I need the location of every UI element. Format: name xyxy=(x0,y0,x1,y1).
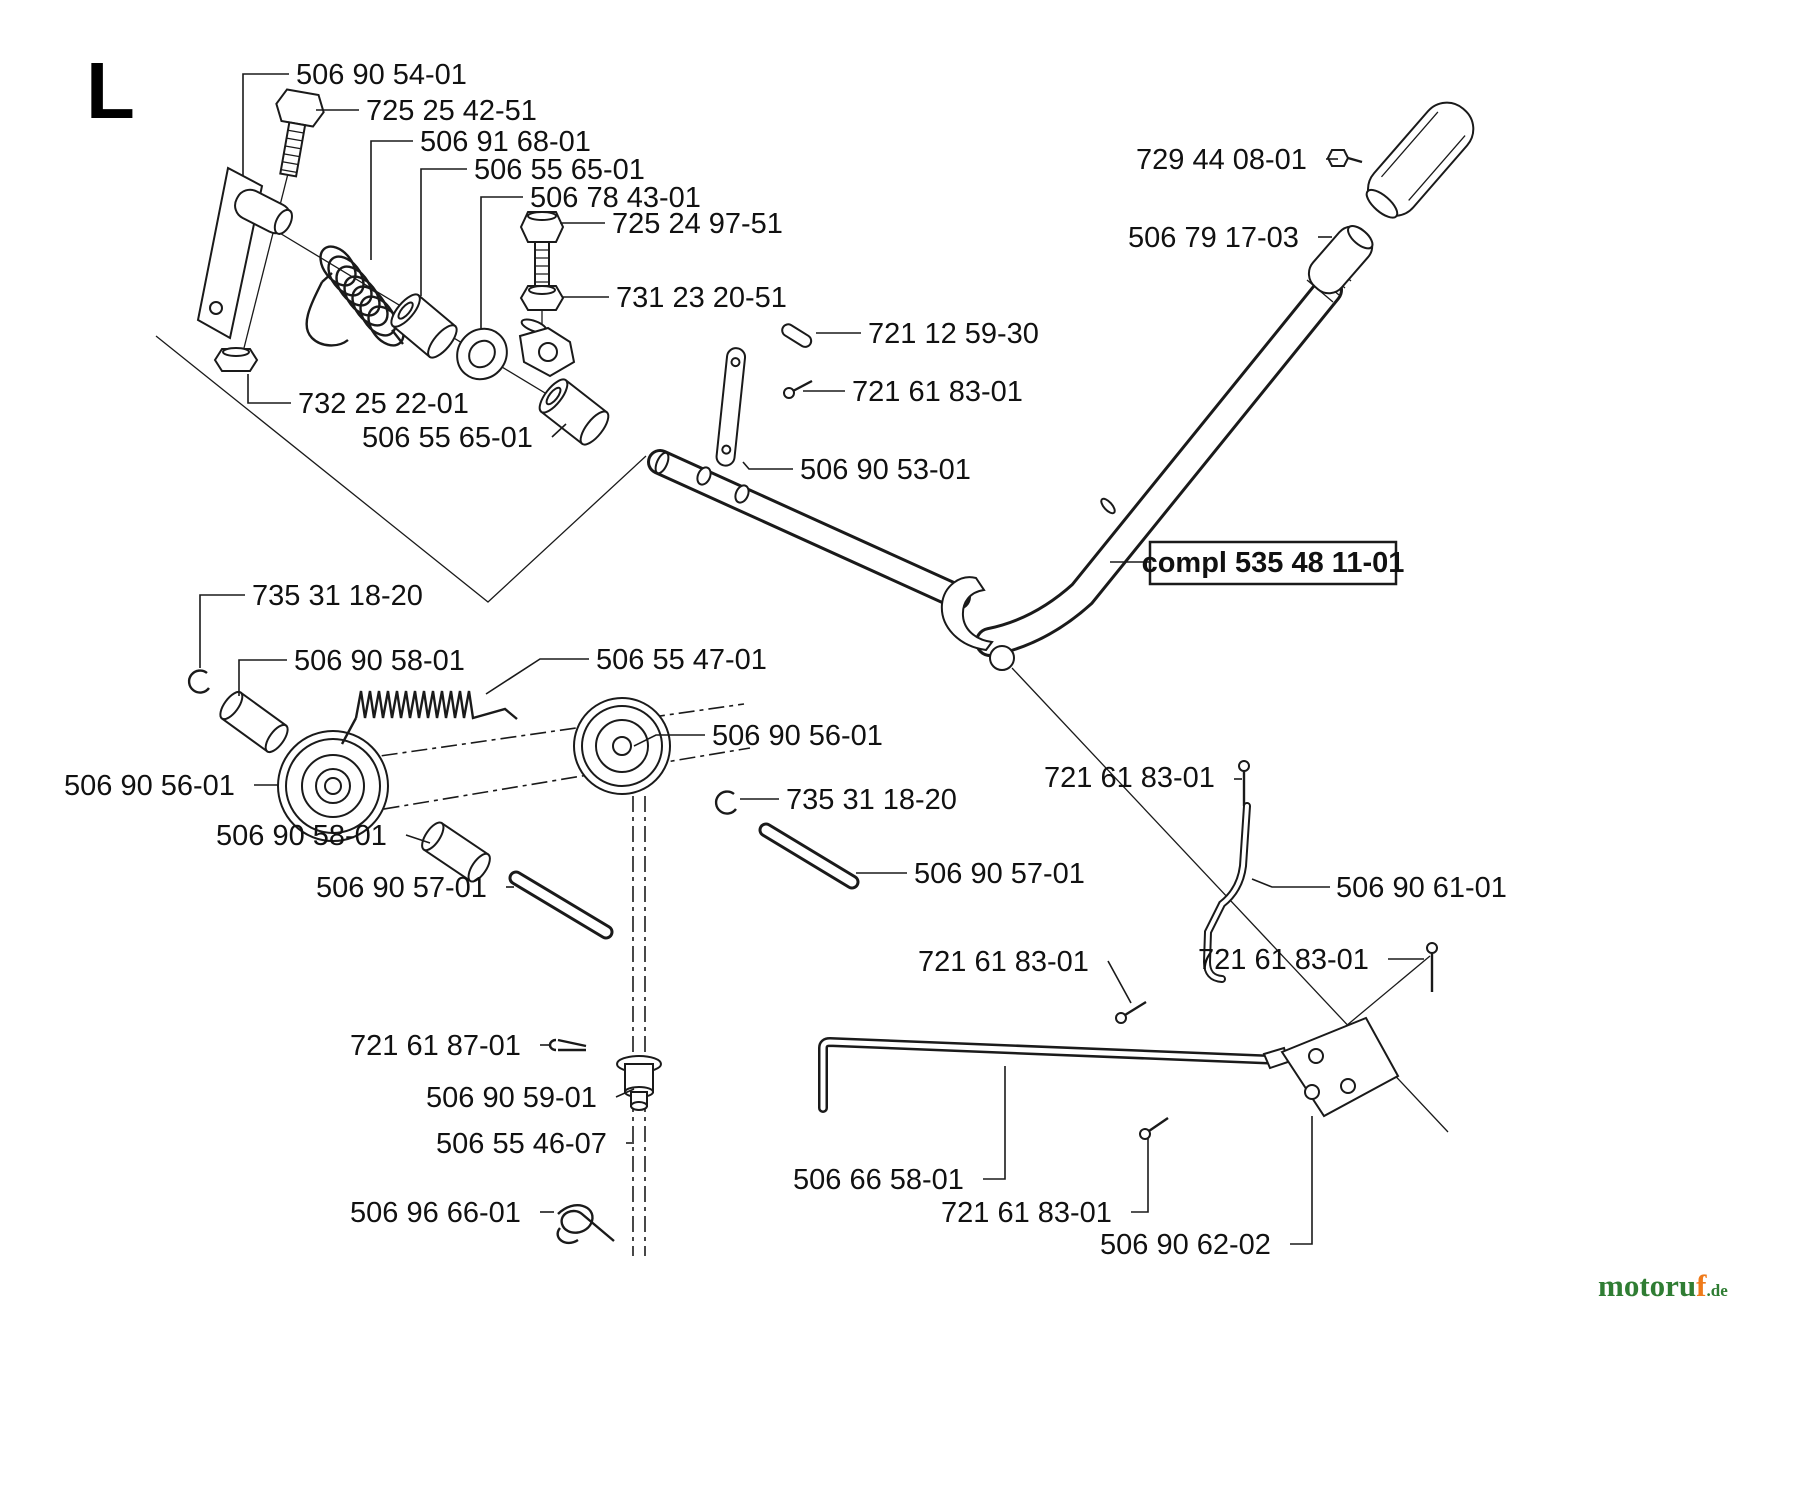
bushing-front xyxy=(390,293,458,359)
part-label: 506 90 58-01 xyxy=(294,645,465,677)
screw-pin-bottom xyxy=(1139,1117,1169,1140)
clevis-joint xyxy=(518,318,576,378)
spacer-bushing-lower xyxy=(421,821,491,883)
part-label: 506 90 57-01 xyxy=(914,858,1085,890)
bushing-rear xyxy=(538,378,610,446)
part-label: 721 61 83-01 xyxy=(1044,762,1215,794)
part-label: 506 90 57-01 xyxy=(316,872,487,904)
part-label: 721 61 83-01 xyxy=(852,376,1023,408)
watermark-domain: .de xyxy=(1706,1281,1728,1300)
section-letter: L xyxy=(86,46,135,135)
part-label: 506 55 46-07 xyxy=(436,1128,607,1160)
torsion-spring xyxy=(305,245,405,347)
part-label: 721 61 83-01 xyxy=(1198,944,1369,976)
part-label: 506 90 62-02 xyxy=(1100,1229,1271,1261)
part-label: 506 55 47-01 xyxy=(596,644,767,676)
watermark-brand: motoru xyxy=(1598,1268,1696,1303)
part-label: 506 90 54-01 xyxy=(296,59,467,91)
screw-pin-mid-left xyxy=(1115,1000,1147,1024)
part-label: 506 90 61-01 xyxy=(1336,872,1507,904)
part-label: 721 61 83-01 xyxy=(918,946,1089,978)
lift-lever-arm xyxy=(940,258,1352,671)
flanged-bushing xyxy=(616,1055,662,1111)
hex-bolt-top xyxy=(275,88,325,178)
cotter-pin xyxy=(548,1038,587,1052)
part-label: 506 90 59-01 xyxy=(426,1082,597,1114)
axle-pin-left xyxy=(508,870,614,940)
screw-pin-mid-right xyxy=(1426,942,1438,992)
pulley-right xyxy=(573,697,671,795)
part-label: 725 25 42-51 xyxy=(366,95,537,127)
retainer-ring-left xyxy=(187,669,210,694)
part-label: 721 61 87-01 xyxy=(350,1030,521,1062)
part-label: 506 90 56-01 xyxy=(64,770,235,802)
screw-pin-top xyxy=(1238,760,1250,806)
ring-bushing xyxy=(456,327,508,381)
part-label: 735 31 18-20 xyxy=(786,784,957,816)
r-clip xyxy=(556,1204,615,1245)
part-label: 506 55 65-01 xyxy=(474,154,645,186)
flange-nut xyxy=(213,347,259,372)
hex-nut-center xyxy=(519,285,565,311)
leader-lines xyxy=(199,73,1424,1245)
part-label: 506 66 58-01 xyxy=(793,1164,964,1196)
part-label: 506 90 58-01 xyxy=(216,820,387,852)
lift-bar xyxy=(818,1036,1285,1113)
assembly-box-label: compl 535 48 11-01 xyxy=(1142,547,1405,579)
part-label: 731 23 20-51 xyxy=(616,282,787,314)
part-label: 506 79 17-03 xyxy=(1128,222,1299,254)
part-label: 506 91 68-01 xyxy=(420,126,591,158)
mounting-bracket xyxy=(196,166,293,340)
vertical-centerlines xyxy=(632,796,646,1256)
pivot-bracket xyxy=(1262,1016,1400,1118)
lift-tube xyxy=(647,449,971,610)
part-label: 506 96 66-01 xyxy=(350,1197,521,1229)
grip-screw xyxy=(1326,149,1363,167)
spacer-bushing-upper xyxy=(219,690,289,754)
part-label: 506 90 53-01 xyxy=(800,454,971,486)
hex-bolt-vertical xyxy=(519,211,565,289)
tension-spring xyxy=(340,690,518,745)
pulley-left xyxy=(277,730,389,842)
watermark-accent: f xyxy=(1696,1268,1707,1303)
part-label: 721 12 59-30 xyxy=(868,318,1039,350)
handle-tube-end xyxy=(1307,225,1374,295)
part-label: 732 25 22-01 xyxy=(298,388,469,420)
belt-centerlines xyxy=(351,703,751,815)
link-strap xyxy=(715,347,747,467)
handle-grip xyxy=(1365,101,1475,219)
clevis-pin xyxy=(781,323,813,348)
part-label: 721 61 83-01 xyxy=(941,1197,1112,1229)
watermark-logo: motoruf.de xyxy=(1598,1268,1728,1303)
link-rod xyxy=(1202,802,1251,983)
assembly-box: compl 535 48 11-01 xyxy=(1142,540,1405,586)
part-label: 506 55 65-01 xyxy=(362,422,533,454)
part-label: 725 24 97-51 xyxy=(612,208,783,240)
axle-pin-right xyxy=(758,822,860,890)
retainer-ring-right xyxy=(714,790,737,815)
part-labels: 506 90 54-01 725 25 42-51 506 91 68-01 5… xyxy=(64,59,1507,1261)
cotter-screw-upper xyxy=(783,379,813,399)
part-label: 735 31 18-20 xyxy=(252,580,423,612)
part-label: 506 78 43-01 xyxy=(530,182,701,214)
part-label: 506 90 56-01 xyxy=(712,720,883,752)
part-label: 729 44 08-01 xyxy=(1136,144,1307,176)
